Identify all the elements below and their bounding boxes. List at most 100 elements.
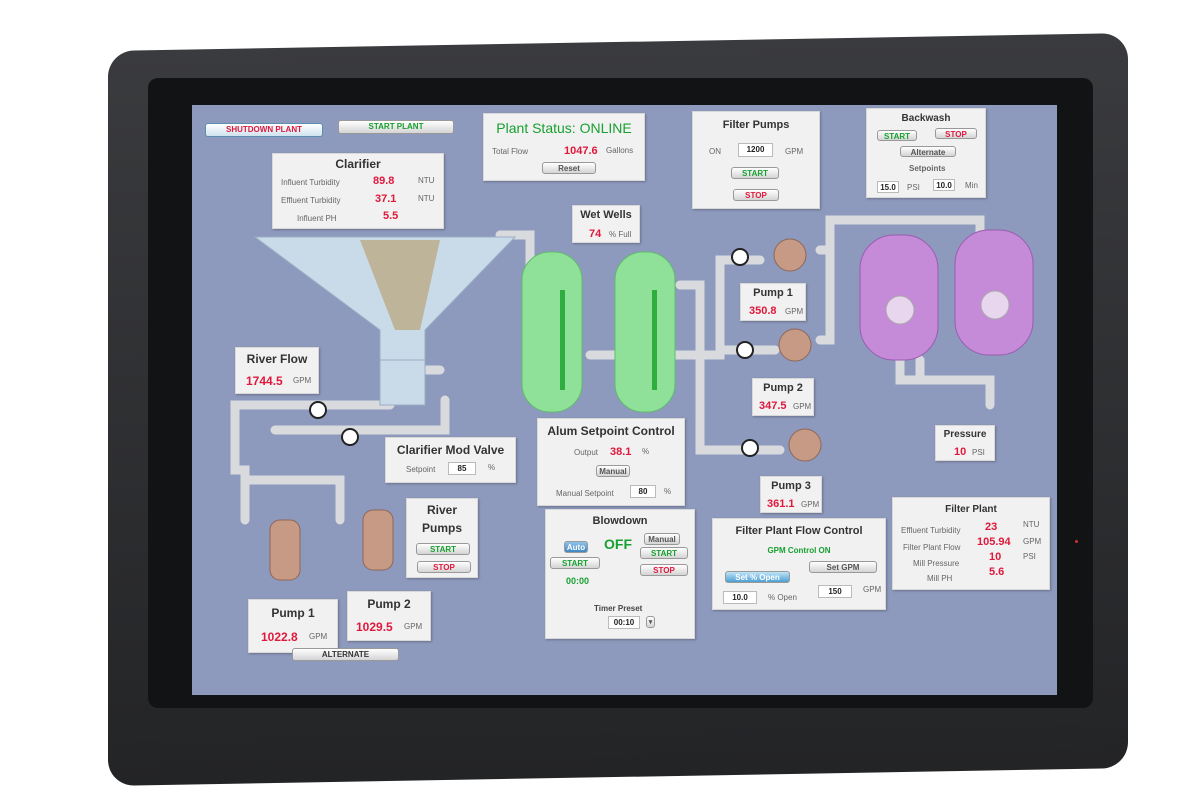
filter-pump-2-unit: GPM <box>793 402 812 411</box>
fp-flow-value: 105.94 <box>977 536 1011 548</box>
power-led <box>1075 540 1078 543</box>
filter-vessels <box>859 229 1034 361</box>
river-pumps-start-button[interactable]: START <box>416 543 470 555</box>
river-flow-panel: River Flow 1744.5 GPM <box>235 347 319 394</box>
backwash-stop-button[interactable]: STOP <box>935 128 977 139</box>
blowdown-panel: Blowdown Auto OFF Manual START START STO… <box>545 509 695 639</box>
blowdown-stop-button[interactable]: STOP <box>640 564 688 576</box>
filter-pump-3-unit: GPM <box>801 500 820 509</box>
alum-manual-setpoint-unit: % <box>664 487 672 496</box>
clarifier-mod-valve-panel: Clarifier Mod Valve Setpoint 85 % <box>385 437 516 483</box>
influent-turbidity-value: 89.8 <box>373 175 395 187</box>
filter-pump-3-value: 361.1 <box>767 498 795 510</box>
alum-title: Alum Setpoint Control <box>547 424 675 438</box>
fp-flow-label: Filter Plant Flow <box>903 543 961 552</box>
mill-pressure-unit: PSI <box>1023 552 1036 561</box>
alum-output-unit: % <box>642 447 650 456</box>
fp-effluent-turbidity-label: Effluent Turbidity <box>901 526 961 535</box>
blowdown-auto-start-button[interactable]: START <box>550 557 600 569</box>
filter-pump-3-name: Pump 3 <box>771 480 811 492</box>
filter-pump-1-value: 350.8 <box>749 305 777 317</box>
timer-preset-input[interactable]: 00:10 <box>608 616 640 629</box>
river-flow-title: River Flow <box>246 352 308 366</box>
fp-flow-unit: GPM <box>1023 537 1042 546</box>
filter-pumps-start-button[interactable]: START <box>731 167 779 179</box>
filter-pumps-stop-button[interactable]: STOP <box>733 189 779 201</box>
effluent-turbidity-label: Effluent Turbidity <box>281 196 341 205</box>
percent-open-input[interactable]: 10.0 <box>723 591 757 604</box>
filter-pump-2-panel: Pump 2 347.5 GPM <box>752 378 814 416</box>
pipes <box>230 215 995 525</box>
filter-pumps-gpm-input[interactable]: 1200 <box>738 143 773 157</box>
mill-pressure-label: Mill Pressure <box>913 559 960 568</box>
filter-plant-panel: Filter Plant Effluent Turbidity 23 NTU F… <box>892 497 1050 590</box>
alum-manual-button[interactable]: Manual <box>596 465 630 477</box>
filter-pumps-title: Filter Pumps <box>722 119 790 131</box>
backwash-alternate-button[interactable]: Alternate <box>900 146 956 157</box>
influent-ph-label: Influent PH <box>297 214 337 223</box>
blowdown-start-button[interactable]: START <box>640 547 688 559</box>
flow-control-title: Filter Plant Flow Control <box>735 525 863 537</box>
river-pumps-title-2: Pumps <box>421 521 462 535</box>
river-flow-unit: GPM <box>293 376 312 385</box>
fp-effluent-turbidity-unit: NTU <box>1023 520 1040 529</box>
river-pump-1-unit: GPM <box>309 632 328 641</box>
plant-status: Plant Status: ONLINE <box>496 120 632 136</box>
backwash-psi-input[interactable]: 15.0 <box>877 181 899 193</box>
river-pump-2-panel: Pump 2 1029.5 GPM <box>347 591 431 641</box>
filter-pump-1-name: Pump 1 <box>753 287 793 299</box>
river-pumps-stop-button[interactable]: STOP <box>417 561 471 573</box>
filter-pump-3-panel: Pump 3 361.1 GPM <box>760 476 822 513</box>
blowdown-auto-button[interactable]: Auto <box>564 541 588 553</box>
backwash-title: Backwash <box>901 113 951 124</box>
filter-pump-1-unit: GPM <box>785 307 804 316</box>
filter-pump-1-panel: Pump 1 350.8 GPM <box>740 283 806 321</box>
effluent-turbidity-value: 37.1 <box>375 193 397 205</box>
alum-setpoint-panel: Alum Setpoint Control Output 38.1 % Manu… <box>537 418 685 506</box>
blowdown-title: Blowdown <box>592 515 648 527</box>
wet-well-tanks <box>521 251 676 413</box>
set-gpm-button[interactable]: Set GPM <box>809 561 877 573</box>
total-flow-label: Total Flow <box>492 147 529 156</box>
wet-wells-unit: % Full <box>609 230 632 239</box>
pressure-title: Pressure <box>943 429 987 440</box>
alum-manual-setpoint-input[interactable]: 80 <box>630 485 656 498</box>
backwash-min-input[interactable]: 10.0 <box>933 179 955 191</box>
pressure-value: 10 <box>954 446 967 458</box>
total-flow-unit: Gallons <box>606 146 634 155</box>
wet-wells-title: Wet Wells <box>580 209 632 221</box>
fp-effluent-turbidity-value: 23 <box>985 521 998 533</box>
alum-output-label: Output <box>574 448 599 457</box>
influent-ph-value: 5.5 <box>383 210 399 222</box>
clarifier-panel: Clarifier Influent Turbidity 89.8 NTU Ef… <box>272 153 444 229</box>
backwash-panel: Backwash START STOP Alternate Setpoints … <box>866 108 986 198</box>
river-pump-2-unit: GPM <box>404 622 423 631</box>
reset-button[interactable]: Reset <box>542 162 596 174</box>
filter-pumps-panel: Filter Pumps ON 1200 GPM START STOP <box>692 111 820 209</box>
clarifier-funnel <box>253 236 517 406</box>
mod-valve-title: Clarifier Mod Valve <box>396 443 505 457</box>
shutdown-plant-button[interactable]: SHUTDOWN PLANT <box>205 123 323 137</box>
mod-valve-unit: % <box>488 463 496 472</box>
total-flow-value: 1047.6 <box>564 145 598 157</box>
alternate-button[interactable]: ALTERNATE <box>292 648 399 661</box>
valve-icons <box>309 248 759 457</box>
filter-pumps-unit: GPM <box>785 147 804 156</box>
filter-pumps-on-label: ON <box>709 147 721 156</box>
influent-turbidity-unit: NTU <box>418 176 435 185</box>
blowdown-manual-button[interactable]: Manual <box>644 533 680 545</box>
river-pumps-title-1: River <box>426 503 458 517</box>
gpm-input[interactable]: 150 <box>818 585 852 598</box>
plant-status-panel: Plant Status: ONLINE Total Flow 1047.6 G… <box>483 113 645 181</box>
backwash-start-button[interactable]: START <box>877 130 917 141</box>
mod-valve-setpoint-input[interactable]: 85 <box>448 462 476 475</box>
set-percent-open-button[interactable]: Set % Open <box>725 571 790 583</box>
river-pumps-panel: River Pumps START STOP <box>406 498 478 578</box>
timer-preset-spin-button[interactable]: ▾ <box>646 616 655 628</box>
backwash-setpoints-label: Setpoints <box>909 164 946 173</box>
influent-turbidity-label: Influent Turbidity <box>281 178 340 187</box>
river-pump-1-value: 1022.8 <box>261 630 298 644</box>
effluent-turbidity-unit: NTU <box>418 194 435 203</box>
pressure-panel: Pressure 10 PSI <box>935 425 995 461</box>
start-plant-button[interactable]: START PLANT <box>338 120 454 134</box>
